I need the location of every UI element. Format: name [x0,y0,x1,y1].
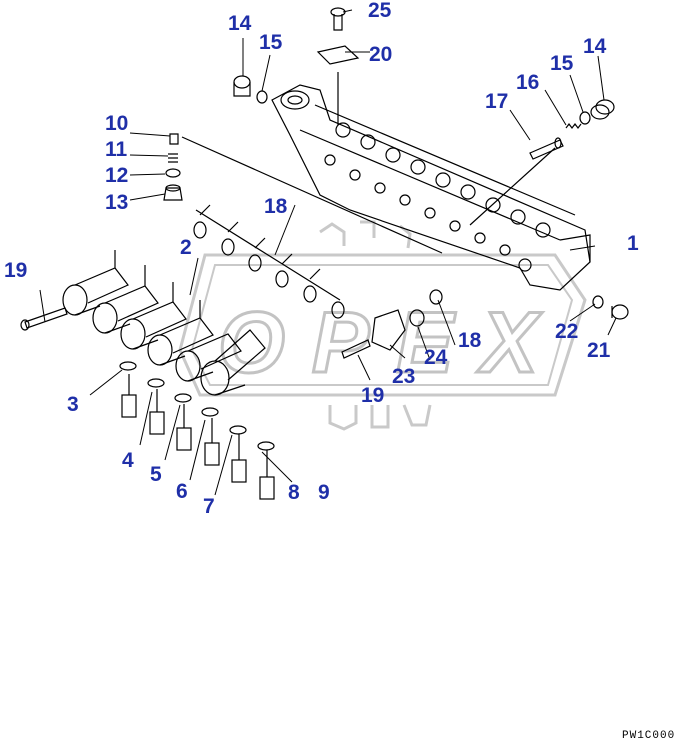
plug-14-right [590,99,615,120]
guide-lines [181,72,556,301]
bolt-25 [330,7,346,31]
oring-15-left [256,90,268,104]
callout-13: 13 [105,191,129,214]
oring-12 [165,168,181,178]
watermark-text: OPEX [218,295,543,391]
callout-7: 7 [203,495,215,518]
callout-14-left: 14 [228,12,252,35]
callout-9: 9 [318,481,330,504]
connectors [119,361,275,500]
bolt-19-left [20,307,68,331]
plug-13 [163,184,183,201]
callout-12: 12 [105,164,129,187]
callout-22: 22 [555,320,579,343]
callout-6: 6 [176,480,188,503]
callout-14-right: 14 [583,35,607,58]
oring-22 [592,295,604,309]
callout-5: 5 [150,463,162,486]
callout-18-left: 18 [264,195,288,218]
seals-18 [193,204,345,319]
callout-24: 24 [424,346,448,369]
callout-10: 10 [105,112,129,135]
callout-18-right: 18 [458,329,482,352]
callout-3: 3 [67,393,79,416]
callout-4: 4 [122,449,134,472]
callout-15-right: 15 [550,52,574,75]
bolt-19-right [341,339,371,359]
plate-20 [316,45,360,65]
callout-19-right: 19 [361,384,385,407]
pin-10 [169,133,179,145]
spring-11 [168,153,178,163]
spool-17 [529,137,564,160]
drawing-code: PW1C000 [622,730,676,742]
cover-23 [371,309,406,351]
callout-11: 11 [105,138,128,161]
callout-21: 21 [587,339,611,362]
spring-16 [565,123,582,129]
leader-lines [39,9,617,496]
oring-15-right [579,111,591,125]
callout-2: 2 [180,236,192,259]
callout-8: 8 [288,481,300,504]
plug-21 [611,304,629,320]
callout-20: 20 [369,43,393,66]
plug-14-left [233,75,251,97]
callout-16: 16 [516,71,540,94]
callout-25: 25 [368,0,392,22]
solenoid-row [62,250,266,396]
callout-15-left: 15 [259,31,283,54]
valve-body [271,84,591,291]
callout-17: 17 [485,90,509,113]
seal-18-right [429,289,443,305]
callout-23: 23 [392,365,416,388]
callout-19-left: 19 [4,259,28,282]
seal-24 [409,309,425,327]
callout-1: 1 [627,232,639,255]
